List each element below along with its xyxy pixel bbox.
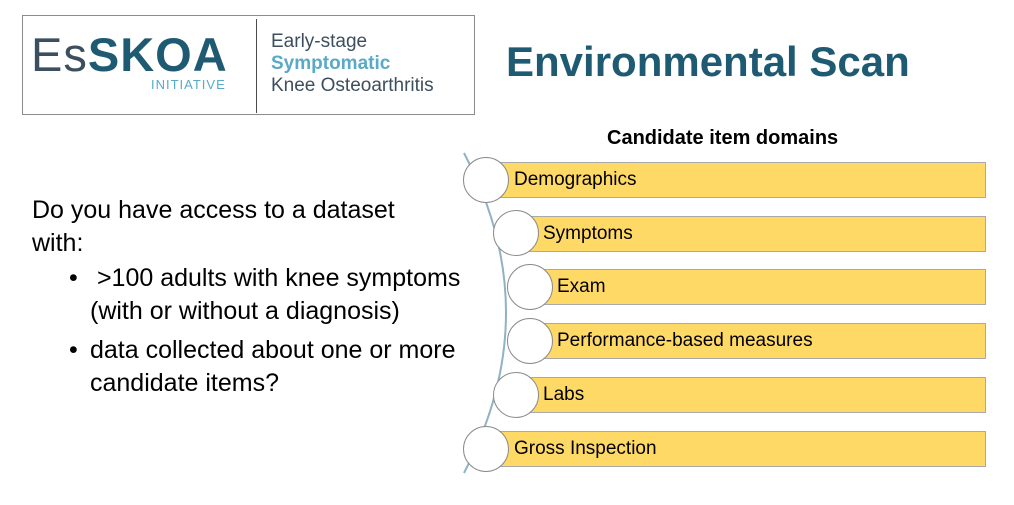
- domain-label: Gross Inspection: [514, 438, 657, 459]
- logo-wordmark: EsSKOA: [31, 30, 228, 80]
- domain-circle: [507, 318, 553, 364]
- domains-heading: Candidate item domains: [607, 127, 839, 149]
- bullet-item: data collected about one or more candida…: [69, 334, 472, 400]
- domain-label: Demographics: [514, 169, 637, 190]
- question-intro-line-2: with:: [32, 229, 84, 257]
- domain-bar: Labs: [516, 377, 986, 413]
- question-text: Do you have access to a dataset with: >1…: [32, 194, 472, 400]
- logo-skoa: SKOA: [87, 28, 228, 81]
- domain-bar: Demographics: [486, 162, 986, 198]
- logo-line-2: Symptomatic: [271, 53, 391, 74]
- domain-bar: Exam: [530, 269, 986, 305]
- logo-divider: [256, 19, 257, 113]
- bullet-item: >100 adults with knee symptoms (with or …: [69, 262, 472, 328]
- domain-circle: [507, 264, 553, 310]
- logo-initiative: INITIATIVE: [151, 77, 226, 92]
- logo-es: Es: [31, 28, 88, 81]
- logo-line-3: Knee Osteoarthritis: [271, 75, 434, 96]
- domain-circle: [493, 372, 539, 418]
- domain-bar: Symptoms: [516, 216, 986, 252]
- domain-label: Exam: [557, 276, 606, 297]
- domain-circle: [463, 426, 509, 472]
- question-bullets: >100 adults with knee symptoms (with or …: [32, 262, 472, 400]
- domain-label: Symptoms: [543, 223, 633, 244]
- logo-tagline: Early-stage Symptomatic Knee Osteoarthri…: [271, 31, 434, 97]
- logo: EsSKOA INITIATIVE Early-stage Symptomati…: [22, 15, 475, 115]
- domain-circle: [493, 210, 539, 256]
- question-intro-line-1: Do you have access to a dataset: [32, 196, 395, 224]
- domain-bar: Performance-based measures: [530, 323, 986, 359]
- page-title: Environmental Scan: [506, 38, 910, 85]
- logo-line-1: Early-stage: [271, 31, 368, 52]
- domain-circle: [463, 157, 509, 203]
- domain-label: Labs: [543, 384, 585, 405]
- domain-label: Performance-based measures: [557, 330, 813, 351]
- domain-bar: Gross Inspection: [486, 431, 986, 467]
